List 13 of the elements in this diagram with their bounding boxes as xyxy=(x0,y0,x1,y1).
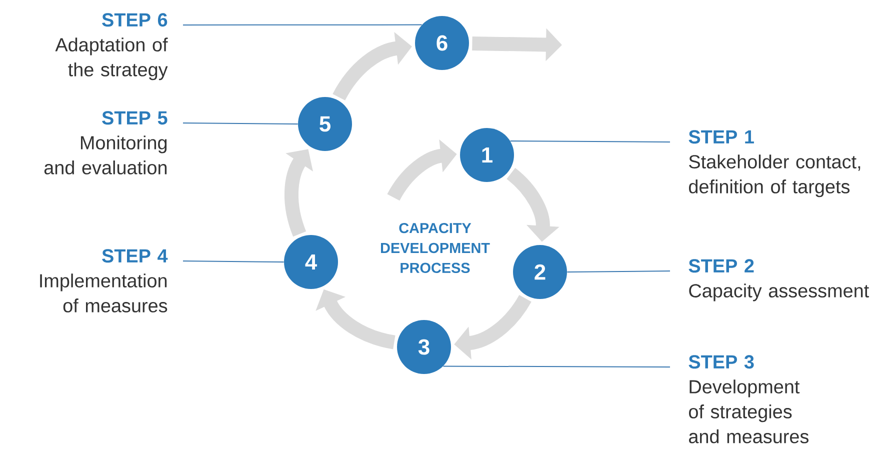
leader-line xyxy=(510,140,670,142)
step-label: STEP 1 Stakeholder contact, definition of targets xyxy=(688,130,860,198)
step-label: STEP 4 Implementation of measures xyxy=(40,249,168,312)
leader-line xyxy=(182,260,284,262)
leader-line xyxy=(442,366,670,368)
step-label: STEP 6 Adaptation of the strategy xyxy=(55,13,168,80)
step-label: STEP 5 Monitoring and evaluation xyxy=(44,111,168,174)
leader-line xyxy=(182,24,422,26)
process-title: CAPACITY DEVELOPMENT PROCESS xyxy=(381,222,490,274)
step-label: STEP 3 Development of strategies and measures xyxy=(688,355,808,444)
step-label: STEP 2 Capacity assessment xyxy=(688,259,869,302)
leader-line xyxy=(566,270,670,272)
leader-line xyxy=(182,122,298,124)
